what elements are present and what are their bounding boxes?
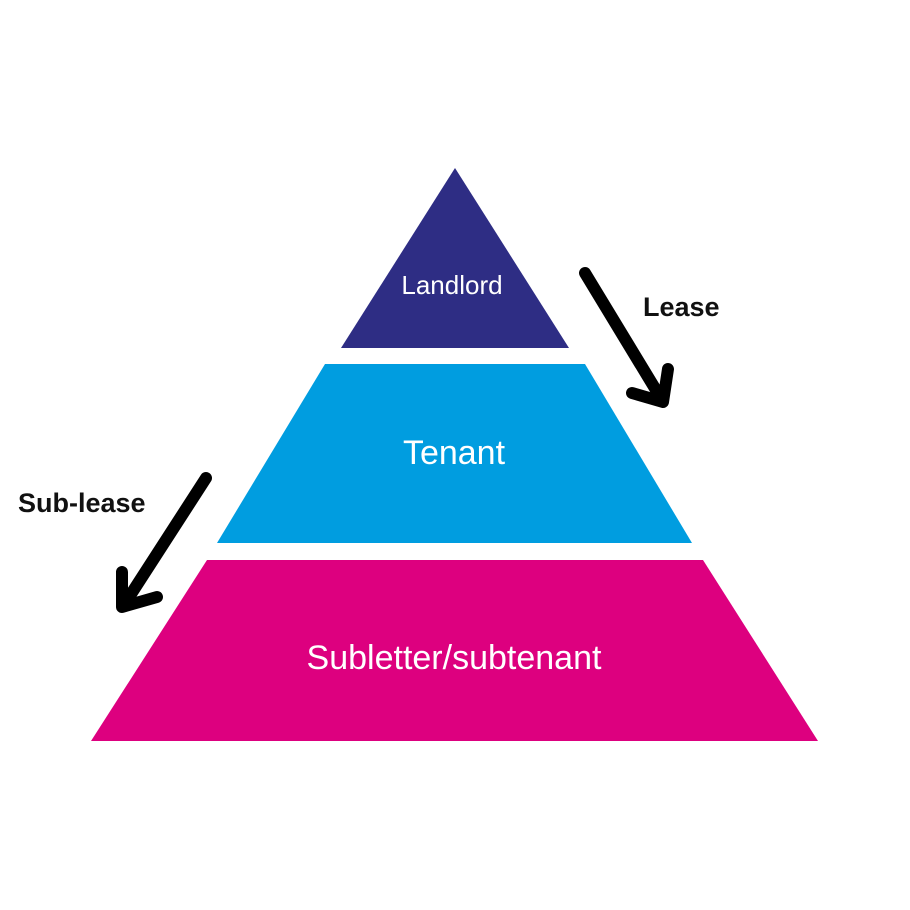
tier-tenant-label: Tenant (403, 434, 506, 472)
sub-lease-label: Sub-lease (18, 488, 146, 518)
lease-arrow-shaft (579, 267, 668, 406)
lease-arrow (579, 267, 674, 408)
sub-lease-arrow-head (116, 566, 163, 613)
lease-arrow-head (626, 363, 674, 408)
tier-landlord (341, 168, 569, 348)
tier-subletter-label: Subletter/subtenant (307, 639, 602, 677)
tier-tenant (217, 364, 692, 543)
sub-lease-arrow-shaft (118, 472, 212, 611)
lease-label: Lease (643, 292, 720, 322)
sub-lease-arrow (116, 472, 212, 613)
tier-landlord-label: Landlord (401, 270, 502, 300)
tier-subletter (91, 560, 818, 741)
